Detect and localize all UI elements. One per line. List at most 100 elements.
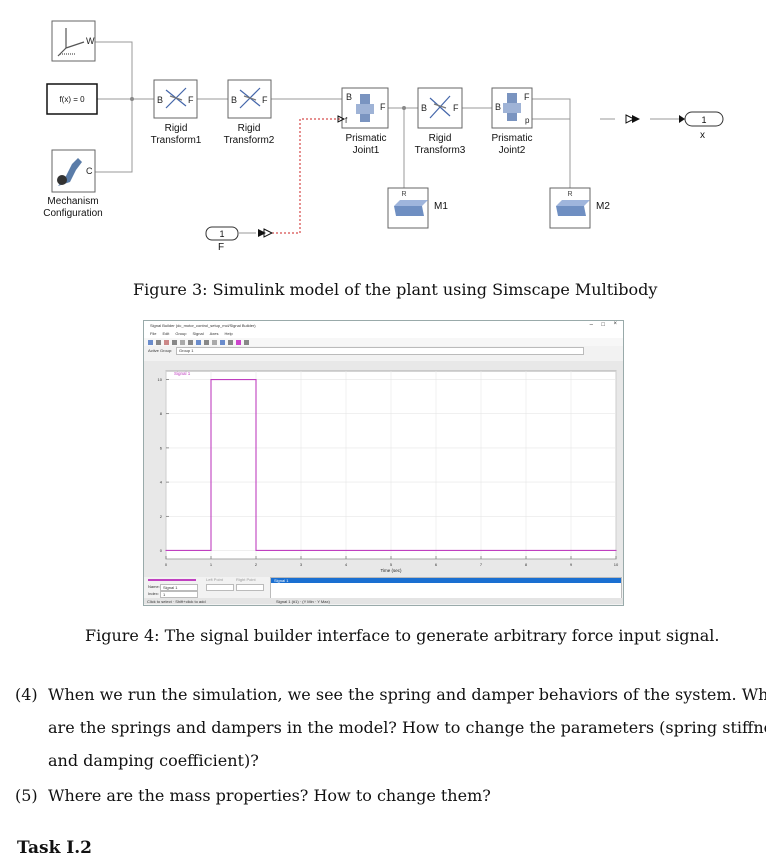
svg-text:R: R	[567, 191, 572, 198]
wire-force	[272, 118, 342, 234]
name-field[interactable]: Signal 1	[160, 584, 198, 591]
wire-world	[95, 41, 133, 99]
x-tick-label: 8	[525, 562, 528, 567]
y-tick-label: 4	[160, 480, 163, 485]
left-point-label: Left Point	[206, 577, 223, 582]
maximize-icon[interactable]: □	[601, 322, 605, 328]
toolbar-button[interactable]	[172, 339, 177, 345]
transform-icon	[165, 87, 187, 109]
outport-label: x	[700, 130, 705, 141]
group-bar: Active Group: Group 1	[144, 346, 623, 355]
port-arrow	[337, 115, 346, 123]
rt2-label: Transform2	[223, 135, 275, 146]
x-tick-label: 10	[614, 562, 619, 567]
menu-group[interactable]: Group	[175, 331, 187, 336]
menu-axes[interactable]: Axes	[209, 331, 219, 336]
chart-title: Signal 1	[174, 371, 191, 376]
close-icon[interactable]: ×	[613, 321, 617, 327]
menu-help[interactable]: Help	[224, 331, 233, 336]
svg-text:F: F	[524, 92, 530, 102]
toolbar-button[interactable]	[164, 339, 169, 345]
index-label: Index:	[148, 591, 159, 596]
task-heading: Task I.2	[17, 838, 93, 858]
signal-line-sample	[148, 579, 196, 581]
y-tick-label: 2	[160, 514, 163, 519]
y-tick-label: 8	[160, 411, 163, 416]
transform-icon	[429, 95, 451, 119]
data-point	[615, 549, 617, 552]
toolbar-button[interactable]	[212, 339, 217, 345]
right-point-field[interactable]	[236, 584, 264, 591]
toolbar-button[interactable]	[196, 339, 201, 345]
mechanism-label: Configuration	[43, 208, 103, 219]
svg-text:1: 1	[701, 115, 706, 125]
pj1-label: Joint1	[352, 145, 380, 156]
q4-text: and damping coefficient)?	[48, 751, 259, 770]
questions-section: (4) When we run the simulation, we see t…	[15, 678, 766, 812]
signal-list[interactable]: Signal 1	[270, 577, 622, 599]
svg-text:W: W	[86, 36, 95, 46]
data-point	[165, 549, 167, 552]
transform-icon	[239, 87, 261, 109]
minimize-icon[interactable]: –	[589, 322, 593, 328]
x-tick-label: 7	[480, 562, 483, 567]
rt3-label: Transform3	[414, 145, 466, 156]
group-value: Group 1	[179, 348, 194, 353]
svg-text:1: 1	[219, 229, 224, 239]
status-mid: Signal 1 (#1) · (Y Min · Y Max)	[276, 599, 330, 604]
series-line	[166, 378, 616, 552]
y-tick-label: 0	[160, 548, 163, 553]
left-point-field[interactable]	[206, 584, 234, 591]
right-point-label: Right Point	[236, 577, 256, 582]
menu-file[interactable]: File	[150, 331, 157, 336]
rt2-label: Rigid	[237, 123, 261, 134]
toolbar-button[interactable]	[236, 339, 241, 345]
y-tick-label: 10	[158, 377, 163, 382]
data-point	[255, 378, 257, 381]
data-point	[210, 378, 212, 381]
junction-dot	[402, 106, 406, 110]
toolbar-button[interactable]	[148, 339, 153, 345]
solver-config-block	[46, 83, 98, 115]
toolbar-button[interactable]	[220, 339, 225, 345]
index-field[interactable]: 1	[160, 591, 198, 598]
toolbar-button[interactable]	[244, 339, 249, 345]
junction-dot	[130, 97, 134, 101]
toolbar-button[interactable]	[156, 339, 161, 345]
menu-edit[interactable]: Edit	[162, 331, 170, 336]
x-tick-label: 2	[255, 562, 258, 567]
data-point	[210, 549, 212, 552]
q4-number: (4)	[15, 685, 38, 704]
figure-3: W f(x) = 0 C B F B F B F f	[0, 0, 766, 300]
q5-text: Where are the mass properties? How to ch…	[48, 786, 491, 805]
index-value: 1	[163, 592, 166, 597]
menu-signal[interactable]: Signal	[192, 331, 204, 336]
x-tick-label: 9	[570, 562, 573, 567]
status-left: Click to select · Shift+click to add	[147, 599, 206, 604]
x-tick-label: 3	[300, 562, 303, 567]
svg-text:C: C	[86, 166, 93, 176]
signal-list-item[interactable]: Signal 1	[271, 578, 621, 583]
toolbar-button[interactable]	[180, 339, 185, 345]
x-tick-label: 6	[435, 562, 438, 567]
svg-text:B: B	[421, 103, 427, 113]
wire-x	[532, 99, 571, 120]
toolbar-button[interactable]	[188, 339, 193, 345]
converter-triangle	[258, 229, 266, 237]
group-select[interactable]: Group 1	[176, 347, 584, 355]
toolbar-button[interactable]	[228, 339, 233, 345]
signal-list-label: Signal 1	[274, 578, 289, 583]
simulink-diagram: W f(x) = 0 C B F B F B F f	[46, 20, 724, 241]
pj1-label: Prismatic	[345, 133, 387, 144]
window-title: Signal Builder (dc_motor_control_setup_m…	[150, 323, 256, 328]
x-axis-label: Time (sec)	[380, 568, 402, 573]
solid-block-icon	[556, 206, 586, 216]
title-bar: Signal Builder (dc_motor_control_setup_m…	[144, 321, 623, 331]
svg-text:p: p	[525, 116, 530, 125]
toolbar-button[interactable]	[204, 339, 209, 345]
solid-block-icon	[394, 206, 424, 216]
pj2-label: Joint2	[498, 145, 526, 156]
name-label: Name:	[148, 584, 160, 589]
